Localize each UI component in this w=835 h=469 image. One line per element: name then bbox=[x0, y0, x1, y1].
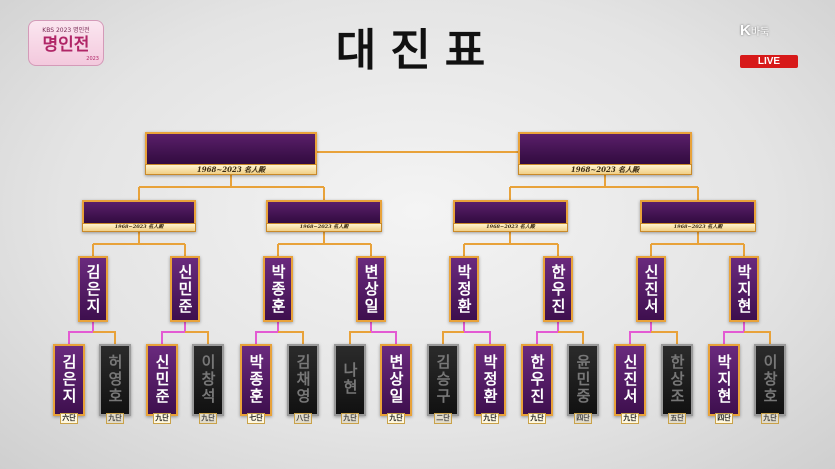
quarter-slot-1: 1968~2023 名人殿 bbox=[82, 200, 196, 232]
match-line-5 bbox=[255, 331, 278, 344]
player-rank: 四단 bbox=[574, 413, 592, 424]
quarter-slot-3: 1968~2023 名人殿 bbox=[453, 200, 568, 232]
player-14: 한상조 五단 bbox=[661, 344, 693, 424]
quarter-slot-2: 1968~2023 名人殿 bbox=[266, 200, 382, 232]
broadcaster-logo: K바둑 bbox=[740, 22, 770, 39]
player-7: 나현 九단 bbox=[334, 344, 366, 424]
match-line-14 bbox=[651, 331, 678, 344]
player-name: 김채영 bbox=[294, 353, 312, 405]
player-15: 박지현 四단 bbox=[708, 344, 740, 424]
player-rank: 七단 bbox=[247, 413, 265, 424]
final-slot-left: 1968~2023 名人殿 bbox=[145, 132, 317, 175]
player-8: 변상일 九단 bbox=[380, 344, 412, 424]
final-slot-right: 1968~2023 名人殿 bbox=[518, 132, 692, 175]
left-top-bracket bbox=[138, 175, 325, 200]
semifinalist-3: 박종훈 bbox=[263, 256, 293, 322]
player-rank: 九단 bbox=[199, 413, 217, 424]
player-rank: 九단 bbox=[528, 413, 546, 424]
player-11: 한우진 九단 bbox=[521, 344, 553, 424]
match-line-4 bbox=[185, 331, 209, 344]
semifinalist-1: 김은지 bbox=[78, 256, 108, 322]
player-name: 신민준 bbox=[153, 353, 171, 405]
player-rank: 九단 bbox=[387, 413, 405, 424]
player-name: 박지현 bbox=[715, 353, 733, 405]
match-line-11 bbox=[536, 331, 558, 344]
quarter-bracket-4 bbox=[650, 232, 745, 256]
page-title: 대진표 bbox=[335, 25, 500, 76]
player-rank: 六단 bbox=[60, 413, 78, 424]
semifinalist-7: 신진서 bbox=[636, 256, 666, 322]
player-name: 변상일 bbox=[387, 353, 405, 405]
player-rank: 四단 bbox=[715, 413, 733, 424]
player-name: 이창호 bbox=[761, 353, 779, 405]
player-1: 김은지 六단 bbox=[53, 344, 85, 424]
player-name: 김승구 bbox=[434, 353, 452, 405]
player-name: 나현 bbox=[341, 362, 359, 396]
quarter-bracket-2 bbox=[277, 232, 372, 256]
player-name: 박종훈 bbox=[247, 353, 265, 405]
player-name: 윤민중 bbox=[574, 353, 592, 405]
semifinalist-8: 박지현 bbox=[729, 256, 759, 322]
semifinalist-6: 한우진 bbox=[543, 256, 573, 322]
player-rank: 九단 bbox=[106, 413, 124, 424]
right-top-bracket bbox=[509, 175, 699, 200]
player-rank: 九단 bbox=[341, 413, 359, 424]
player-4: 이창석 九단 bbox=[192, 344, 224, 424]
player-9: 김승구 二단 bbox=[427, 344, 459, 424]
player-name: 허영호 bbox=[106, 353, 124, 405]
player-6: 김채영 八단 bbox=[287, 344, 319, 424]
program-logo: KBS 2023 명인전 명인전 2023 bbox=[28, 20, 104, 66]
player-rank: 九단 bbox=[153, 413, 171, 424]
match-line-2 bbox=[93, 331, 116, 344]
match-line-12 bbox=[558, 331, 584, 344]
quarter-bracket-3 bbox=[463, 232, 559, 256]
player-12: 윤민중 四단 bbox=[567, 344, 599, 424]
player-rank: 八단 bbox=[294, 413, 312, 424]
player-name: 김은지 bbox=[60, 353, 78, 405]
player-rank: 九단 bbox=[621, 413, 639, 424]
player-name: 신진서 bbox=[621, 353, 639, 405]
live-badge: LIVE bbox=[740, 55, 798, 68]
player-2: 허영호 九단 bbox=[99, 344, 131, 424]
match-line-16 bbox=[744, 331, 771, 344]
player-10: 박정환 九단 bbox=[474, 344, 506, 424]
quarter-slot-4: 1968~2023 名人殿 bbox=[640, 200, 756, 232]
player-name: 한상조 bbox=[668, 353, 686, 405]
semifinalist-5: 박정환 bbox=[449, 256, 479, 322]
match-line-15 bbox=[723, 331, 744, 344]
player-rank: 九단 bbox=[761, 413, 779, 424]
player-rank: 九단 bbox=[481, 413, 499, 424]
player-5: 박종훈 七단 bbox=[240, 344, 272, 424]
match-line-9 bbox=[442, 331, 464, 344]
quarter-bracket-1 bbox=[92, 232, 186, 256]
semifinalist-2: 신민준 bbox=[170, 256, 200, 322]
match-line-6 bbox=[278, 331, 304, 344]
match-line-10 bbox=[464, 331, 491, 344]
player-16: 이창호 九단 bbox=[754, 344, 786, 424]
player-name: 이창석 bbox=[199, 353, 217, 405]
player-rank: 五단 bbox=[668, 413, 686, 424]
player-name: 박정환 bbox=[481, 353, 499, 405]
player-3: 신민준 九단 bbox=[146, 344, 178, 424]
player-name: 한우진 bbox=[528, 353, 546, 405]
match-line-1 bbox=[68, 331, 93, 344]
match-line-13 bbox=[629, 331, 651, 344]
match-line-3 bbox=[161, 331, 185, 344]
semifinalist-4: 변상일 bbox=[356, 256, 386, 322]
match-line-8 bbox=[371, 331, 397, 344]
player-13: 신진서 九단 bbox=[614, 344, 646, 424]
player-rank: 二단 bbox=[434, 413, 452, 424]
match-line-7 bbox=[349, 331, 371, 344]
